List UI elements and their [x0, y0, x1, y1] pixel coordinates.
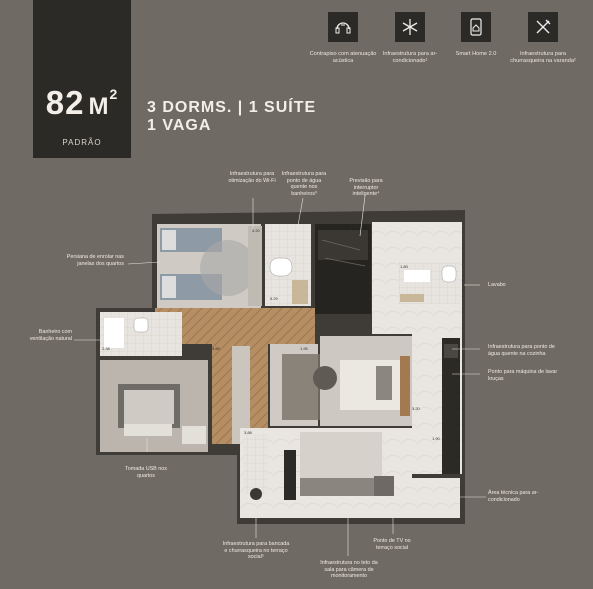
- smart-home-icon: [461, 12, 491, 42]
- callout-lavabo: Lavabo: [488, 282, 506, 288]
- callout-tech-area: Área técnica para ar-condicionado: [488, 490, 539, 503]
- callout-hot-water: Infraestrutura para ponto de água quente…: [281, 171, 327, 197]
- dimension-label: 2.38: [102, 346, 111, 351]
- dimension-label: 1.90: [350, 224, 359, 229]
- dimension-label: 1.95: [300, 346, 309, 351]
- feature-label: Contrapiso com atenuação acústica: [309, 51, 377, 64]
- feature-air-conditioning: Infraestrutura para ar-condicionado¹: [375, 12, 445, 65]
- acoustic-icon: [328, 12, 358, 42]
- callout-blinds: Persiana de enrolar nas janelas dos quar…: [66, 254, 124, 267]
- callout-dishwasher: Ponto para máquina de lavar louças: [488, 369, 558, 382]
- callout-camera: Infraestrutura no teto da sala para câme…: [320, 560, 378, 580]
- parking-headline: 1 VAGA: [147, 117, 212, 134]
- dimension-label: 1.90: [432, 436, 441, 441]
- barbecue-icon: [528, 12, 558, 42]
- feature-smart-home: Smart Home 2.0: [441, 12, 511, 58]
- dimension-label: 5.29: [270, 296, 279, 301]
- callout-wifi: Infraestrutura para otimização do Wi-Fi: [228, 171, 276, 184]
- dimension-label: 3.20: [252, 228, 261, 233]
- callout-bathroom-vent: Banheiro com ventilação natural: [29, 329, 72, 342]
- callout-tv-point: Ponto de TV no terraço social: [373, 538, 411, 551]
- callout-smart-switch: Previsão para interruptor inteligente⁴: [349, 178, 383, 198]
- dimension-label: 1.80: [400, 264, 409, 269]
- feature-label: Infraestrutura para ar-condicionado¹: [382, 51, 438, 64]
- feature-barbecue: Infraestrutura para churrasqueira na var…: [508, 12, 578, 65]
- area-label: PADRÃO: [62, 138, 102, 147]
- dimension-label: 3.88: [244, 430, 253, 435]
- feature-acoustic: Contrapiso com atenuação acústica: [308, 12, 378, 65]
- callout-usb: Tomada USB nos quartos: [125, 466, 167, 479]
- callout-bbq-counter: Infraestrutura para bancada e churrasque…: [222, 541, 290, 561]
- rooms-headline: 3 DORMS. | 1 SUÍTE: [147, 99, 317, 116]
- callout-kitchen-water: Infraestrutura para ponto de água quente…: [488, 344, 555, 357]
- dimension-label: 3.85: [212, 346, 221, 351]
- area-number: 82: [45, 84, 85, 121]
- feature-label: Smart Home 2.0: [455, 51, 497, 57]
- tech-area: [412, 478, 460, 518]
- dimension-label: 3.20: [412, 406, 421, 411]
- area-unit: M: [88, 93, 110, 120]
- area-exponent: 2: [109, 86, 119, 102]
- feature-label: Infraestrutura para churrasqueira na var…: [510, 51, 576, 64]
- snowflake-icon: [395, 12, 425, 42]
